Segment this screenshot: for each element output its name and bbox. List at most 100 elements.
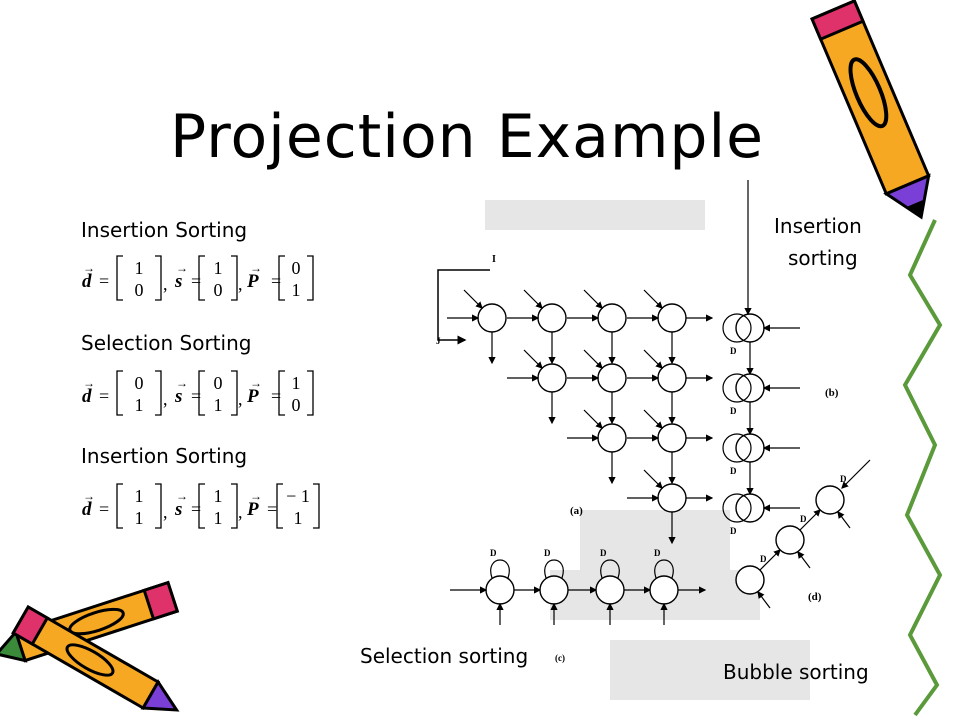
svg-text:1: 1 — [135, 258, 144, 278]
svg-text:− 1: − 1 — [286, 486, 310, 506]
pe-node — [735, 565, 765, 595]
svg-text:→: → — [250, 261, 262, 275]
equation-row-1: d → = 1 0 , s → = 1 0 , P → = 0 1 — [82, 255, 314, 301]
delay-label: D — [730, 526, 737, 536]
flow-arrow — [583, 409, 603, 429]
delay-label: D — [730, 466, 737, 476]
feedback-loop — [722, 433, 752, 463]
svg-text:1: 1 — [214, 258, 223, 278]
pencils-icon-bottom-left — [0, 580, 180, 712]
svg-text:P: P — [246, 386, 259, 407]
flow-arrow — [841, 459, 871, 489]
svg-text:→: → — [176, 489, 188, 503]
svg-text:1: 1 — [135, 486, 144, 506]
flow-arrow — [757, 591, 771, 609]
svg-text:,: , — [238, 502, 243, 522]
svg-text:1: 1 — [292, 280, 301, 300]
delay-label: D — [840, 474, 847, 484]
svg-text:→: → — [83, 376, 95, 390]
svg-text:0: 0 — [292, 258, 301, 278]
array-a — [447, 289, 714, 545]
pe-node — [485, 575, 515, 605]
section-label-insertion-2: Insertion Sorting — [81, 444, 248, 468]
pe-node — [597, 423, 627, 453]
svg-text:→: → — [83, 261, 95, 275]
flow-arrow — [837, 511, 851, 529]
feedback-loop — [722, 493, 752, 523]
svg-text:s: s — [174, 386, 182, 407]
flow-arrow — [523, 349, 543, 369]
svg-text:0: 0 — [292, 395, 301, 415]
delay-label: D — [730, 346, 737, 356]
pe-node — [735, 313, 765, 343]
flow-arrow — [643, 469, 663, 489]
flow-arrow — [643, 409, 663, 429]
equation-row-3: d → = 1 1 , s → = 1 1 , P → = − 1 1 — [82, 483, 320, 529]
svg-text:0: 0 — [214, 373, 223, 393]
delay-label: D — [600, 548, 607, 558]
pe-node — [477, 303, 507, 333]
svg-text:s: s — [174, 499, 182, 520]
svg-text:P: P — [246, 499, 259, 520]
svg-text:1: 1 — [294, 508, 303, 528]
svg-text:J: J — [436, 336, 441, 346]
svg-text:→: → — [176, 376, 188, 390]
annotation-bubble-sorting: Bubble sorting — [723, 660, 869, 684]
svg-text:=: = — [267, 499, 277, 519]
flow-arrow — [583, 349, 603, 369]
svg-text:,: , — [163, 274, 168, 294]
svg-text:→: → — [83, 489, 95, 503]
svg-text:,: , — [238, 389, 243, 409]
svg-text:→: → — [250, 376, 262, 390]
flow-arrow — [643, 289, 663, 309]
svg-text:(b): (b) — [825, 387, 839, 399]
pe-node — [657, 423, 687, 453]
svg-text:d: d — [82, 499, 92, 520]
svg-text:P: P — [246, 271, 259, 292]
array-b: D D D D — [722, 180, 800, 536]
delay-label: D — [654, 548, 661, 558]
svg-text:0: 0 — [135, 280, 144, 300]
delay-label: D — [760, 554, 767, 564]
svg-text:0: 0 — [214, 280, 223, 300]
zigzag-border-decoration — [902, 219, 943, 717]
svg-text:→: → — [176, 261, 188, 275]
svg-text:,: , — [163, 389, 168, 409]
flow-arrow — [643, 349, 663, 369]
svg-text:,: , — [163, 502, 168, 522]
delay-label: D — [544, 548, 551, 558]
svg-text:=: = — [99, 499, 109, 519]
feedback-loop — [600, 559, 620, 579]
equation-row-2: d → = 0 1 , s → = 0 1 , P → = 1 0 — [82, 370, 314, 416]
slide-title: Projection Example — [170, 102, 765, 172]
svg-text:1: 1 — [214, 486, 223, 506]
svg-text:=: = — [191, 499, 201, 519]
flow-arrow — [583, 289, 603, 309]
svg-text:1: 1 — [214, 395, 223, 415]
feedback-loop — [654, 559, 674, 579]
pe-node — [815, 485, 845, 515]
section-label-selection: Selection Sorting — [81, 331, 252, 355]
svg-text:(a): (a) — [570, 505, 583, 517]
delay-label: D — [730, 406, 737, 416]
pe-node — [597, 363, 627, 393]
svg-text:1: 1 — [214, 508, 223, 528]
pe-node — [657, 303, 687, 333]
flow-arrow — [463, 289, 483, 309]
feedback-loop — [722, 373, 752, 403]
pe-node — [657, 363, 687, 393]
svg-text:d: d — [82, 271, 92, 292]
svg-text:s: s — [174, 271, 182, 292]
pe-node — [539, 575, 569, 605]
pencil-icon-top-right — [810, 0, 931, 220]
feedback-loop — [722, 313, 752, 343]
flow-arrow — [797, 551, 811, 569]
svg-text:=: = — [191, 271, 201, 291]
annotation-insertion-sorting-line1: Insertion — [774, 214, 862, 238]
section-label-insertion-1: Insertion Sorting — [81, 218, 248, 242]
feedback-loop — [544, 559, 564, 579]
svg-text:1: 1 — [135, 395, 144, 415]
pe-node — [537, 363, 567, 393]
